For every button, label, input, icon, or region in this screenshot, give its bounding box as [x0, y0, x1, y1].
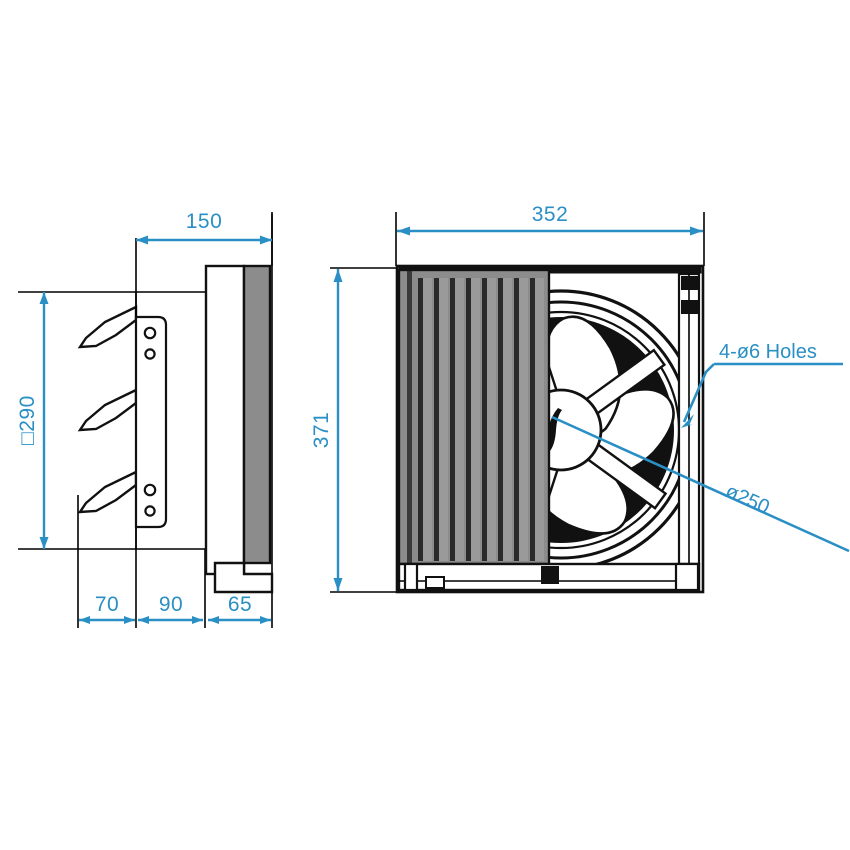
grille-slat-edge	[407, 270, 412, 564]
bracket-hole-4	[144, 505, 156, 517]
grille-slat-3	[450, 278, 455, 561]
dim-290-arrow-top	[39, 292, 49, 304]
dim-90-arrow-left	[138, 616, 149, 624]
dim-352-arrow-right	[690, 226, 703, 236]
grille-slat-2	[434, 278, 439, 561]
dim-371-arrow-bottom	[333, 578, 343, 591]
diameter-leader-line	[551, 415, 850, 553]
louver-blades-group	[77, 305, 138, 514]
dim-290-arrow-bottom	[39, 537, 49, 549]
housing-body-panel	[204, 264, 246, 576]
bracket-hole-1	[143, 326, 157, 340]
annotation-holes: 4-ø6 Holes	[681, 341, 843, 428]
dim-371-arrow-top	[333, 269, 343, 282]
louver-blade-2	[77, 388, 138, 432]
base-right-tab	[674, 562, 700, 592]
housing-front-cover	[242, 264, 272, 565]
dim-70-arrow-right	[124, 616, 135, 624]
grille-slat-1	[418, 278, 423, 561]
louver-blade-1	[77, 305, 138, 349]
fan-hub-marking	[547, 408, 562, 452]
dim-150: 150	[135, 210, 273, 292]
housing-side-profile	[204, 264, 274, 594]
grille-gap-4	[471, 278, 480, 561]
grille-gap-3	[455, 278, 464, 561]
housing-base-foot	[213, 561, 274, 594]
dim-65-label: 65	[228, 593, 252, 616]
dim-65-arrow-left	[208, 616, 219, 624]
dim-352: 352	[397, 203, 703, 236]
dim-90-arrow-right	[192, 616, 203, 624]
base-cable-gland	[425, 576, 445, 589]
front-grille	[397, 268, 551, 566]
diameter-label: ø250	[722, 480, 773, 519]
dim-371: 371	[310, 269, 343, 591]
base-left-tab	[403, 562, 419, 592]
side-elevation-view: 150 □290 70 90	[16, 210, 274, 628]
grille-gap-8	[535, 278, 544, 561]
front-elevation-view: 352 371	[310, 203, 850, 594]
louver-blade-3	[77, 470, 138, 514]
mounting-hole-upper	[681, 300, 698, 314]
grille-slat-7	[514, 278, 519, 561]
front-extension-lines	[330, 212, 705, 593]
dim-352-label: 352	[532, 203, 569, 226]
dim-150-label: 150	[186, 210, 223, 233]
grille-slat-8	[530, 278, 535, 561]
dim-chain-bottom: 70 90 65	[79, 593, 271, 624]
grille-gap-7	[519, 278, 528, 561]
base-terminal-block	[541, 566, 559, 584]
dim-90-label: 90	[159, 593, 183, 616]
dim-150-arrow-left	[136, 235, 148, 245]
holes-note-label: 4-ø6 Holes	[719, 341, 817, 363]
mounting-flange-right	[677, 272, 701, 566]
dim-65-arrow-right	[260, 616, 271, 624]
grille-gap-5	[487, 278, 496, 561]
dim-70-label: 70	[95, 593, 119, 616]
grille-slats	[407, 270, 544, 564]
dim-371-label: 371	[310, 412, 333, 449]
grille-slat-5	[482, 278, 487, 561]
dim-290: □290	[16, 292, 49, 549]
holes-leader-arrow	[681, 414, 694, 428]
mounting-bracket	[134, 315, 168, 529]
dim-352-arrow-left	[397, 226, 410, 236]
bracket-strap	[134, 315, 168, 529]
grille-gap-1	[423, 278, 432, 561]
grille-slat-4	[466, 278, 471, 561]
mounting-hole-top	[681, 276, 698, 290]
grille-gap-6	[503, 278, 512, 561]
holes-leader-line	[682, 363, 715, 423]
dim-150-arrow-right	[260, 235, 272, 245]
bracket-hole-3	[143, 483, 157, 497]
dim-290-label: □290	[16, 395, 39, 445]
bracket-hole-2	[144, 348, 156, 360]
front-base-section	[397, 562, 701, 592]
grille-slat-6	[498, 278, 503, 561]
dim-70-arrow-left	[79, 616, 90, 624]
grille-gap-2	[439, 278, 448, 561]
